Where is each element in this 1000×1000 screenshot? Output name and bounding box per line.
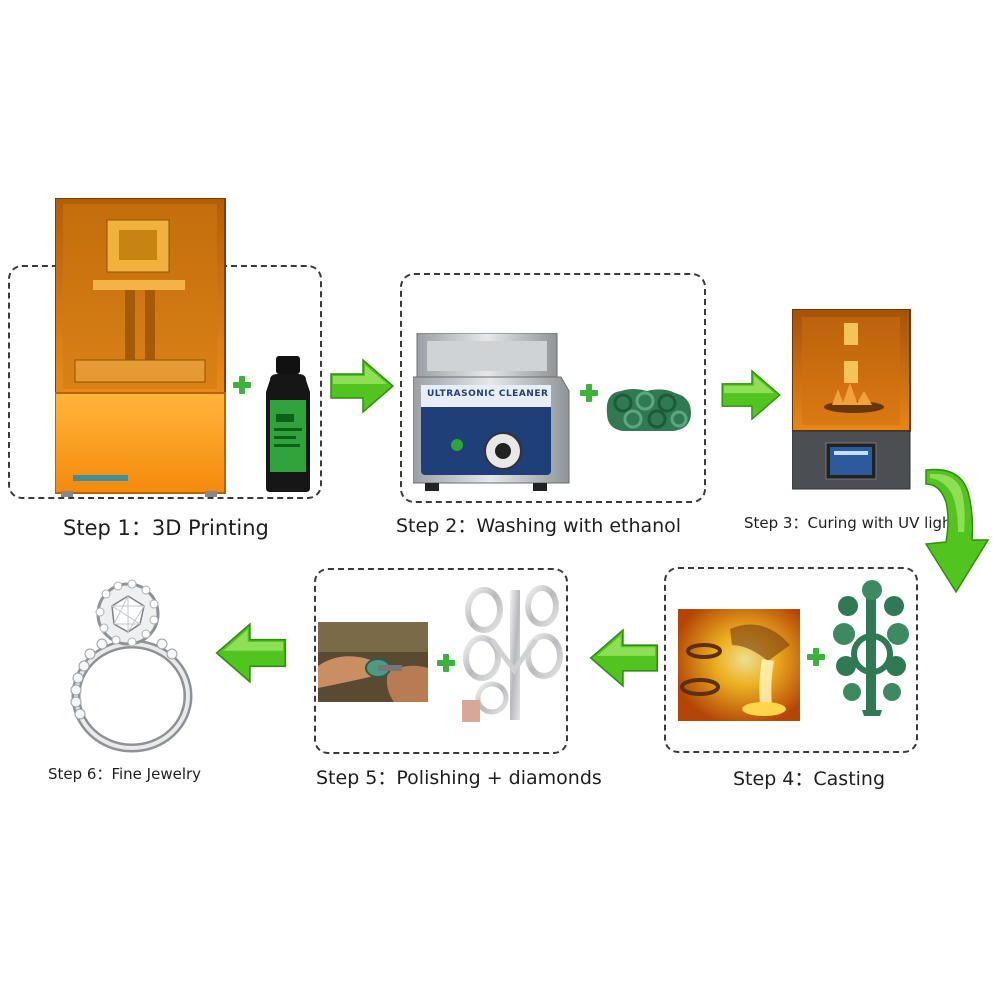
curved-arrow-down-icon	[924, 468, 990, 594]
arrow-right-icon	[330, 358, 395, 414]
cleaner-panel-text: ULTRASONIC CLEANER	[427, 389, 549, 399]
ultrasonic-cleaner-image	[413, 333, 570, 491]
uv-curing-station-image	[792, 309, 911, 490]
step4-label: Step 4：Casting	[733, 768, 886, 790]
arrow-left-icon	[215, 622, 287, 684]
resin-3d-printer-image	[55, 198, 226, 497]
arrow-left-icon	[589, 628, 659, 688]
step2-frame	[400, 273, 706, 503]
step5-frame	[314, 568, 568, 754]
arrow-right-icon	[721, 369, 781, 421]
plus-icon	[233, 376, 251, 394]
plus-icon	[807, 648, 825, 666]
step6-label: Step 6：Fine Jewelry	[48, 765, 202, 783]
step3-label: Step 3：Curing with UV light	[744, 514, 958, 532]
step1-label: Step 1：3D Printing	[63, 516, 269, 540]
hand-polishing-image	[318, 622, 428, 702]
silver-cast-tree-image	[462, 585, 563, 722]
plus-icon	[580, 384, 598, 402]
resin-bottle-image	[266, 356, 310, 492]
step4-frame	[664, 567, 918, 753]
green-resin-prints-image	[606, 389, 691, 431]
step2-label: Step 2：Washing with ethanol	[396, 515, 682, 537]
green-resin-tree-image	[833, 580, 909, 716]
metal-pouring-image	[678, 609, 800, 721]
plus-icon	[437, 654, 455, 672]
step5-label: Step 5：Polishing + diamonds	[316, 767, 602, 789]
diamond-ring-image	[70, 579, 193, 753]
